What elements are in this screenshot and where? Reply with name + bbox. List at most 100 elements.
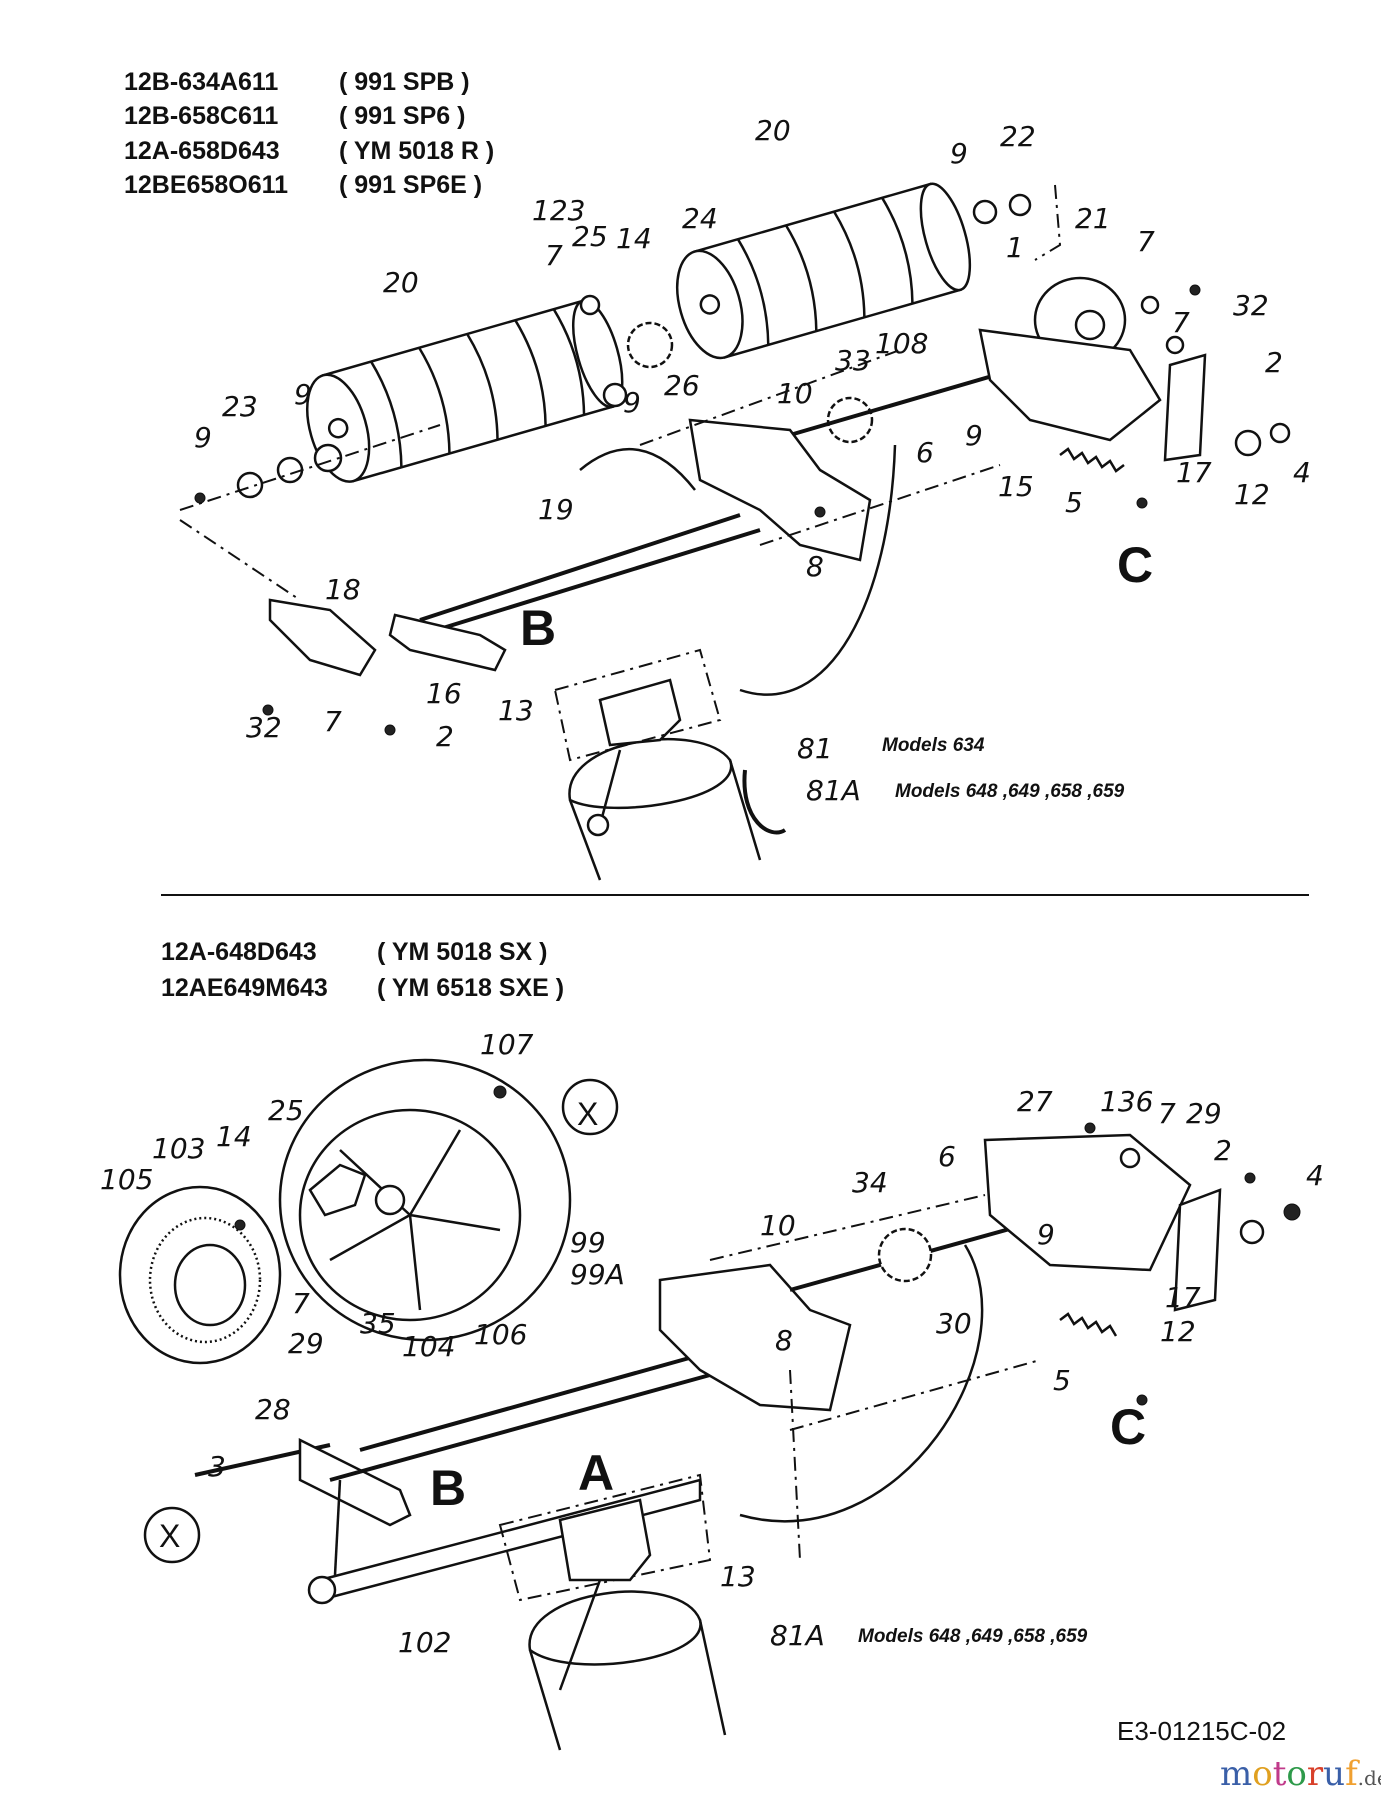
callout: 13 (498, 694, 534, 727)
reference-circle-x (561, 1078, 619, 1136)
callout: 9 (294, 378, 312, 411)
model-note: Models 648 ,649 ,658 ,659 (858, 1626, 1088, 1647)
callout: 10 (777, 377, 813, 410)
control-13 (598, 678, 682, 747)
callout: 103 (152, 1132, 205, 1165)
control-13 (558, 1498, 652, 1582)
callout: 106 (474, 1318, 527, 1351)
callout: 28 (255, 1393, 291, 1426)
callout: 7 (1158, 1097, 1176, 1130)
callout: 8 (806, 550, 824, 583)
callout: 9 (194, 421, 212, 454)
reference-letter-c: C (1110, 1399, 1146, 1455)
callout: 7 (324, 705, 342, 738)
callout: 13 (720, 1560, 756, 1593)
callout: 10 (760, 1209, 796, 1242)
spring (1059, 447, 1125, 473)
callout: 8 (775, 1324, 793, 1357)
callout: 5 (1053, 1364, 1071, 1397)
callout: 15 (998, 470, 1034, 503)
callout: 104 (402, 1330, 455, 1363)
callout: 4 (1306, 1159, 1324, 1192)
callout: 19 (538, 493, 574, 526)
callout: 108 (875, 327, 928, 360)
callout: 1 (1006, 231, 1024, 264)
callout: 123 (532, 194, 585, 227)
callout: 14 (216, 1120, 252, 1153)
callout: 6 (938, 1140, 956, 1173)
bottom-model-list: 12A-648D643 ( YM 5018 SX ) 12AE649M643 (… (161, 938, 564, 1002)
model-name: ( YM 6518 SXE ) (377, 974, 564, 1002)
gearbox-housing (688, 418, 872, 562)
callout: 9 (965, 419, 983, 452)
callout: 99 (570, 1226, 606, 1259)
svg-text:motoruf.de: motoruf.de (1220, 1754, 1381, 1794)
model-name: ( 991 SP6 ) (339, 102, 465, 130)
reference-letter-b: B (520, 600, 556, 656)
screws (194, 284, 1201, 736)
reference-letter-a: A (578, 1445, 614, 1501)
model-name: ( 991 SP6E ) (339, 171, 482, 199)
callout: 2 (436, 720, 454, 753)
callout: 2 (1214, 1134, 1232, 1167)
callout: 22 (1000, 120, 1036, 153)
callout: 105 (100, 1163, 153, 1196)
callout: 27 (1017, 1085, 1053, 1118)
reference-letter-x: X (577, 1096, 598, 1132)
callout: 32 (1233, 289, 1269, 322)
callout: 81A (770, 1619, 825, 1652)
roller-left (306, 299, 624, 483)
diagram-code: E3-01215C-02 (1117, 1716, 1286, 1746)
callout: 81A (806, 774, 861, 807)
callout: 9 (950, 137, 968, 170)
callout: 4 (1293, 456, 1311, 489)
callout: 24 (682, 202, 718, 235)
callout: 7 (545, 239, 563, 272)
callout: 7 (1172, 306, 1190, 339)
callout: 23 (222, 390, 258, 423)
callout: 18 (325, 573, 361, 606)
callout: 20 (755, 114, 791, 147)
callout: 9 (623, 386, 641, 419)
housing-plate (978, 328, 1162, 442)
washers (236, 193, 1291, 499)
model-code: 12AE649M643 (161, 974, 328, 1002)
callout: 5 (1065, 486, 1083, 519)
callout: 12 (1234, 478, 1270, 511)
model-note: Models 634 (882, 735, 985, 756)
roller-right (676, 182, 972, 360)
model-code: 12B-634A611 (124, 68, 278, 96)
reference-letter-x: X (159, 1518, 180, 1554)
callout: 3 (208, 1450, 226, 1483)
callout: 33 (835, 344, 871, 377)
top-assembly-drawing (179, 182, 1291, 881)
model-name: ( YM 5018 SX ) (377, 938, 547, 966)
handle-top (568, 738, 733, 810)
callout: 25 (572, 220, 608, 253)
callout: 17 (1176, 456, 1212, 489)
bottom-callouts: 107 27 136 7 29 2 4 25 14 103 105 99 99A… (100, 1028, 1324, 1659)
callout: 81 (797, 732, 833, 765)
reference-letter-b: B (430, 1460, 466, 1516)
callout: 102 (398, 1626, 451, 1659)
callout: 136 (1100, 1085, 1153, 1118)
reference-circle-x (143, 1506, 201, 1564)
callout: 20 (383, 266, 419, 299)
top-callouts: 20 9 22 21 7 32 7 2 1 123 25 14 24 7 20 … (194, 114, 1311, 807)
callout: 25 (268, 1094, 304, 1127)
callout: 16 (426, 677, 462, 710)
model-code: 12BE658O611 (124, 171, 288, 199)
callout: 34 (852, 1166, 888, 1199)
gearbox-housing (658, 1263, 852, 1412)
screws (234, 1085, 1301, 1406)
model-code: 12B-658C611 (124, 102, 278, 130)
gear-33 (826, 396, 874, 444)
callout: 107 (480, 1028, 534, 1061)
bottom-assembly-drawing (118, 1058, 1301, 1751)
callout: 99A (570, 1258, 625, 1291)
callout: 30 (936, 1307, 972, 1340)
top-model-list: 12B-634A611 ( 991 SPB ) 12B-658C611 ( 99… (124, 68, 494, 199)
model-code: 12A-648D643 (161, 938, 317, 966)
gear-26 (626, 321, 674, 369)
